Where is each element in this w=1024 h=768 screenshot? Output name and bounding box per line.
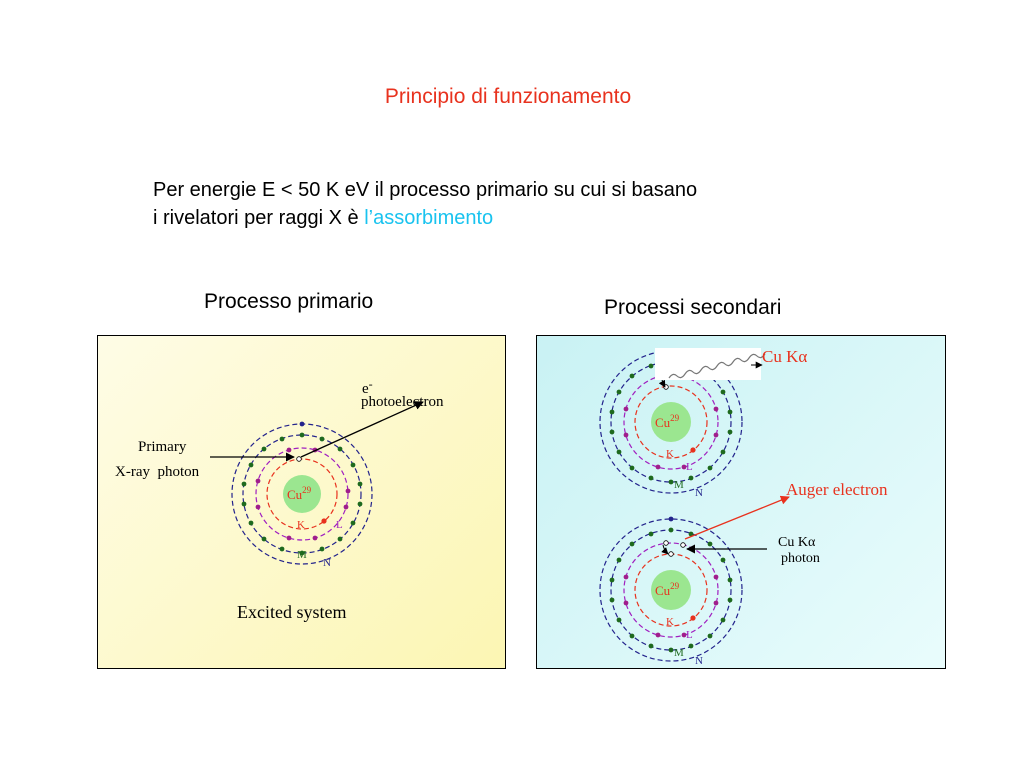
intro-text: Per energie E < 50 K eV il processo prim… [153,176,697,232]
electron-n [299,421,305,427]
transition-arrow-bottom [661,544,669,555]
shell-label-l: L [686,461,693,473]
panel-heading-secondary: Processi secondari [604,296,782,319]
nucleus-label: Cu29 [655,581,680,598]
electron-letter: e [362,381,369,397]
element-symbol: Cu [287,487,303,502]
incoming-label-line2: X-ray photon [115,464,200,480]
incoming-label-line1: Primary [138,439,187,455]
nucleus-label: Cu29 [287,485,312,502]
electron-vacancy-2 [668,551,674,557]
intro-line-1: Per energie E < 50 K eV il processo prim… [153,179,698,201]
shell-label-m: M [674,647,684,659]
atomic-number: 29 [670,581,680,591]
electrons-m [609,527,733,653]
orbit-n [599,518,743,662]
shell-label-k: K [297,519,305,531]
orbit-k [634,385,708,459]
auger-electron-arrow [684,495,790,540]
electron-n [668,516,674,522]
atom-auger: Cu29 [599,516,743,667]
electron-vacancy [663,540,669,546]
element-symbol: Cu [655,415,671,430]
shell-label-n: N [695,487,703,499]
orbit-l [255,447,349,541]
shell-label-k: K [666,448,674,460]
nucleus [651,402,691,442]
emitted-photon-wave [668,353,766,379]
auger-label: Auger electron [786,480,888,499]
panel-heading-primary: Processo primario [204,290,374,313]
nucleus [651,570,691,610]
shell-label-m: M [297,549,307,561]
photon-label-line1: Cu Kα [778,535,816,550]
orbit-k [266,458,338,530]
atomic-number: 29 [670,413,680,423]
orbit-n [599,350,743,494]
photoelectron-label: photoelectron [361,394,444,410]
electron-k [690,615,696,621]
intro-line-2: i rivelatori per raggi X è l’assorbiment… [153,204,697,232]
electrons-l [255,447,351,541]
shell-label-k: K [666,616,674,628]
atom-fluorescence: Cu29 [599,348,743,499]
electron-symbol: e- [362,377,373,397]
shell-label-l: L [336,519,343,531]
electron-k [690,447,696,453]
electron-vacancy [296,456,302,462]
secondary-panel: Cu29 [536,335,946,669]
intro-highlight: l’assorbimento [364,207,494,229]
electrons-l [623,574,719,638]
electron-charge: - [369,377,373,391]
intro-line-2-text: i rivelatori per raggi X è [153,207,365,229]
element-symbol: Cu [655,583,671,598]
photoelectron-arrow [300,401,424,458]
excited-system-caption: Excited system [237,602,346,622]
orbit-l [623,374,719,470]
photon-label-line2: photon [781,551,820,566]
atomic-number: 29 [302,485,312,495]
nucleus-label: Cu29 [655,413,680,430]
shell-label-l: L [686,629,693,641]
shell-label-n: N [323,557,331,569]
slide-title: Principio di funzionamento [384,85,632,108]
electrons-m [241,432,363,556]
shell-label-n: N [695,655,703,667]
primary-panel: Cu29 [97,335,506,669]
orbit-l [623,542,719,638]
emission-label: Cu Kα [762,347,807,366]
electron-k [321,518,327,524]
atom-primary: Cu29 [231,421,373,569]
nucleus [283,475,321,513]
electron-vacancy-3 [680,542,686,548]
shell-label-m: M [674,479,684,491]
